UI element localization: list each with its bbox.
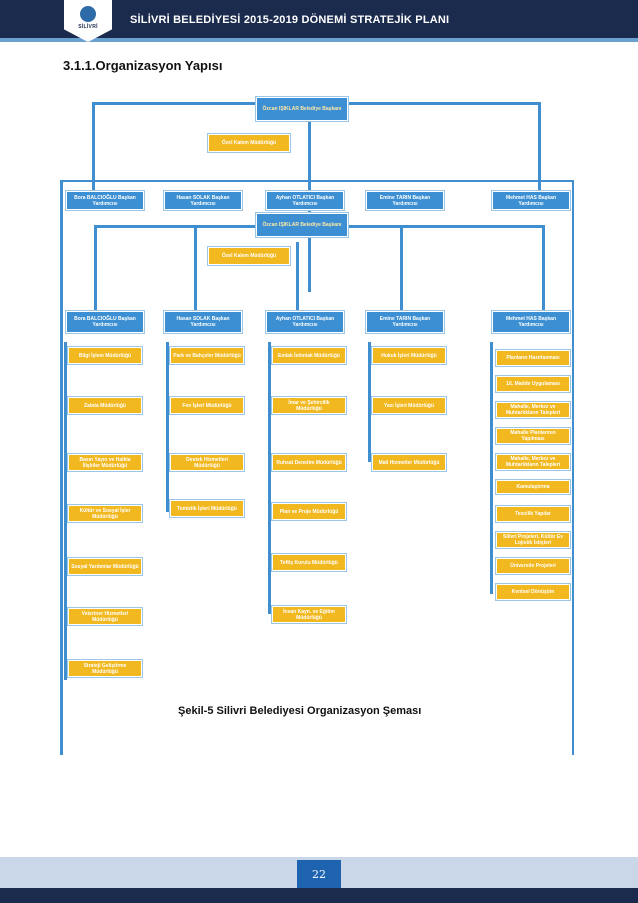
deputy-box-main: Bora BALCIOĞLU Başkan Yardımcısı [66,311,144,333]
connector-line [490,342,493,594]
deputy-box-top: Mehmet HAS Başkan Yardımcısı [492,191,570,210]
directorate-box: Fen İşleri Müdürlüğü [170,397,244,414]
directorate-box: Teftiş Kurulu Müdürlüğü [272,554,346,571]
mayor-box-top: Özcan IŞIKLAR Belediye Başkanı [256,97,348,121]
private-office-box-main: Özel Kalem Müdürlüğü [208,247,290,265]
directorate-box: Sosyal Yardımlar Müdürlüğü [68,558,142,575]
directorate-box: Plan ve Proje Müdürlüğü [272,503,346,520]
unit-box: Planların Hazırlanması [496,350,570,366]
directorate-box: İmar ve Şehircilik Müdürlüğü [272,397,346,414]
deputy-box-main: Emine TARIN Başkan Yardımcısı [366,311,444,333]
directorate-box: Zabıta Müdürlüğü [68,397,142,414]
unit-box: Silivri Projeleri, Kültür Ev Lojistik İs… [496,532,570,548]
directorate-box: Strateji Geliştirme Müdürlüğü [68,660,142,677]
directorate-box: Kültür ve Sosyal İşler Müdürlüğü [68,505,142,522]
deputy-box-top: Ayhan OTLATICI Başkan Yardımcısı [266,191,344,210]
connector-line [64,342,67,680]
connector-line [94,225,97,313]
directorate-box: Temizlik İşleri Müdürlüğü [170,500,244,517]
org-chart: Özcan IŞIKLAR Belediye Başkanı Özel Kale… [60,92,574,755]
directorate-box: Yazı İşleri Müdürlüğü [372,397,446,414]
header-accent-strip [0,38,638,42]
connector-line [166,342,169,512]
unit-box: Tescilik Yapılar [496,506,570,522]
deputy-box-main: Hasan SOLAK Başkan Yardımcısı [164,311,242,333]
unit-box: Mahalle, Merkez ve Muhtarlıkların Talepl… [496,454,570,470]
page-number: 22 [297,860,341,888]
connector-line [572,180,574,755]
directorate-box: Destek Hizmetleri Müdürlüğü [170,454,244,471]
directorate-box: Basın Yayın ve Halkla İlişkiler Müdürlüğ… [68,454,142,471]
directorate-box: Emlak İstimlak Müdürlüğü [272,347,346,364]
section-heading: 3.1.1.Organizasyon Yapısı [63,58,223,73]
document-title: SİLİVRİ BELEDİYESİ 2015-2019 DÖNEMİ STRA… [130,14,450,26]
connector-line [538,102,541,202]
deputy-box-main: Mehmet HAS Başkan Yardımcısı [492,311,570,333]
private-office-box-top: Özel Kalem Müdürlüğü [208,134,290,152]
directorate-box: Veteriner Hizmetleri Müdürlüğü [68,608,142,625]
directorate-box: Park ve Bahçeler Müdürlüğü [170,347,244,364]
crest-icon [80,6,96,22]
deputy-box-top: Emine TARIN Başkan Yardımcısı [366,191,444,210]
mayor-box-main: Özcan IŞIKLAR Belediye Başkanı [256,213,348,237]
figure-caption: Şekil-5 Silivri Belediyesi Organizasyon … [178,705,422,717]
unit-box: 1/L Madde Uygulaması [496,376,570,392]
unit-box: Mahalle, Merkez ve Muhtarlıkların Talepl… [496,402,570,418]
connector-line [368,342,371,462]
directorate-box: Mali Hizmetler Müdürlüğü [372,454,446,471]
deputy-box-top: Hasan SOLAK Başkan Yardımcısı [164,191,242,210]
directorate-box: Bilgi İşlem Müdürlüğü [68,347,142,364]
deputy-box-top: Bora BALCIOĞLU Başkan Yardımcısı [66,191,144,210]
unit-box: Kamulaştırma [496,480,570,494]
connector-line [194,225,197,313]
connector-line [296,242,299,313]
connector-line [268,342,271,614]
connector-line [542,225,545,313]
directorate-box: Ruhsat Denetim Müdürlüğü [272,454,346,471]
unit-box: Kentsel Dönüşüm [496,584,570,600]
unit-box: Üniversite Projeleri [496,558,570,574]
connector-line [400,225,403,313]
directorate-box: Hukuk İşleri Müdürlüğü [372,347,446,364]
directorate-box: İnsan Kayn. ve Eğitim Müdürlüğü [272,606,346,623]
connector-line [60,180,574,182]
unit-box: Mahalle Planlarının Yapılması [496,428,570,444]
connector-line [92,102,95,202]
footer-bar [0,888,638,903]
deputy-box-main: Ayhan OTLATICI Başkan Yardımcısı [266,311,344,333]
connector-line [60,180,63,755]
logo-text: SİLİVRİ [78,24,98,30]
